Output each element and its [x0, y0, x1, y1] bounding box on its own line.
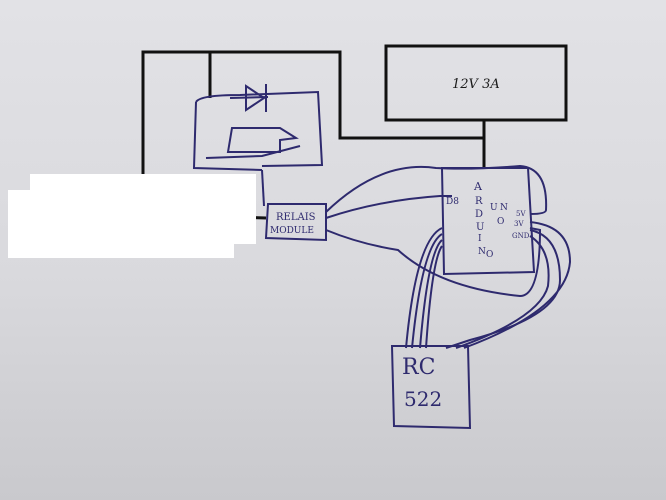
arduino-letter-7: O [486, 250, 493, 260]
blue-wires [325, 164, 572, 349]
arduino-letter-4: U [476, 222, 484, 233]
black-wire-top [143, 50, 484, 140]
relay-module-label-2: MODULE [270, 226, 314, 236]
arduino-pin-d8: D8 [446, 197, 459, 207]
wire-rc-3 [419, 239, 443, 349]
arduino-letter-6: N [478, 247, 486, 257]
relay-to-module [261, 169, 265, 207]
arduino-board: A R D U I N O U N O D8 5V 3V GND [440, 167, 536, 276]
wire-rc-4 [425, 245, 443, 349]
power-supply-box [384, 44, 568, 122]
relay-outline [195, 90, 324, 167]
arduino-mark-1: U [490, 203, 498, 213]
arduino-mark-2: N [500, 203, 508, 213]
wire-relay-d8 [325, 195, 452, 219]
rc522-module: RC 522 [390, 345, 472, 430]
relay-module-box [264, 203, 327, 242]
arduino-letter-2: R [475, 196, 483, 207]
relay-module: RELAIS MODULE [264, 203, 327, 242]
wire-rc-2 [411, 233, 443, 349]
relay-contact [205, 145, 301, 159]
wire-rc-6 [455, 235, 550, 349]
arduino-mark-3: O [497, 217, 504, 227]
wire-rc-7 [463, 221, 572, 349]
arduino-letter-1: A [473, 180, 483, 193]
power-supply-label: 12V 3A [452, 77, 500, 92]
arduino-letter-5: I [478, 234, 482, 244]
arduino-letter-3: D [475, 209, 483, 220]
wire-rc-5 [445, 229, 562, 349]
relay-module-label-1: RELAIS [276, 212, 316, 223]
arduino-pin-gnd: GND [512, 232, 530, 240]
rc522-label-1: RC [402, 355, 435, 380]
relay-outline-left [192, 101, 263, 171]
diode-triangle [245, 84, 266, 112]
relay-sketch [192, 84, 324, 207]
wire-relay-5v [325, 164, 548, 215]
arduino-pin-3v: 3V [514, 220, 524, 228]
rc522-box [390, 345, 472, 430]
wire-rc-1 [405, 227, 443, 349]
relay-coil [226, 127, 299, 153]
wire-relay-gnd [325, 227, 542, 298]
rc522-label-2: 522 [404, 387, 442, 411]
redaction-patch-bottom [8, 190, 234, 258]
arduino-pin-5v: 5V [516, 210, 526, 218]
